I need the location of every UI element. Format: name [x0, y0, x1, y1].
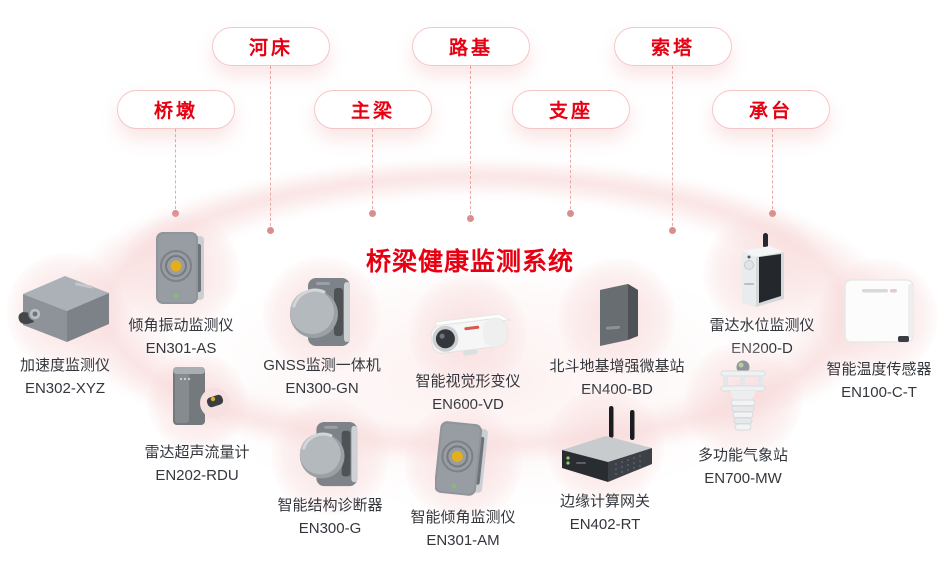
zone-pill-bearing: 支座: [512, 90, 630, 129]
connector-pier: [172, 129, 179, 217]
temperature-sensor-icon: [844, 279, 914, 343]
device-name: 智能倾角监测仪: [410, 509, 516, 526]
connector-pylon: [669, 66, 676, 234]
device-name: 多功能气象站: [697, 447, 788, 464]
device-beidou-station: 北斗地基增强微基站 EN400-BD: [537, 257, 697, 401]
device-tilt-monitor: 智能倾角监测仪 EN301-AM: [383, 404, 543, 552]
vision-deformation-camera-icon: [430, 313, 512, 356]
zone-pill-riverbed: 河床: [212, 27, 330, 66]
beidou-base-station-icon: [600, 284, 638, 346]
edge-gateway-icon: [562, 406, 652, 482]
zone-label: 主梁: [350, 101, 395, 122]
device-model: EN202-RDU: [155, 467, 239, 484]
structure-diagnoser-icon: [299, 421, 358, 487]
zone-label: 承台: [748, 101, 793, 122]
device-model: EN402-RT: [569, 516, 641, 533]
device-name: 边缘计算网关: [559, 493, 650, 510]
device-name: 北斗地基增强微基站: [549, 358, 685, 375]
device-model: EN100-C-T: [841, 384, 917, 401]
device-name: GNSS监测一体机: [263, 357, 381, 374]
accelerometer-box-icon: [18, 276, 109, 342]
connector-roadbed: [467, 66, 474, 222]
connector-cap: [769, 129, 776, 217]
device-edge-gateway: 边缘计算网关 EN402-RT: [525, 388, 685, 536]
device-name: 倾角振动监测仪: [128, 317, 234, 334]
device-name: 智能温度传感器: [826, 361, 932, 378]
zone-pill-roadbed: 路基: [412, 27, 530, 66]
tilt-vibration-sensor-icon: [156, 232, 204, 304]
device-model: EN700-MW: [704, 470, 782, 487]
device-accelerometer: 加速度监测仪 EN302-XYZ: [0, 253, 145, 400]
connector-main-girder: [369, 129, 376, 217]
device-name: 雷达超声流量计: [144, 444, 250, 461]
zone-label: 河床: [248, 38, 293, 59]
device-gnss: GNSS监测一体机 EN300-GN: [242, 256, 402, 400]
zone-label: 路基: [448, 38, 493, 59]
radar-water-level-icon: [742, 233, 784, 307]
device-weather-station: 多功能气象站 EN700-MW: [663, 342, 823, 490]
connector-bearing: [567, 129, 574, 217]
diagram-title: 桥梁健康监测系统: [365, 248, 574, 276]
zone-pill-cap: 承台: [712, 90, 830, 129]
zone-label: 桥墩: [153, 101, 198, 122]
device-model: EN302-XYZ: [24, 380, 106, 397]
device-vision-camera: 智能视觉形变仪 EN600-VD: [388, 274, 548, 416]
device-model: EN300-G: [298, 520, 362, 537]
device-tilt-vibration: 倾角振动监测仪 EN301-AS: [101, 213, 261, 360]
device-name: 加速度监测仪: [19, 357, 110, 374]
device-name: 智能视觉形变仪: [415, 373, 521, 390]
device-name: 智能结构诊断器: [277, 497, 383, 514]
device-model: EN300-GN: [285, 380, 359, 397]
weather-station-icon: [720, 360, 766, 431]
device-temperature-sensor: 智能温度传感器 EN100-C-T: [799, 258, 938, 404]
device-structure-diagnoser: 智能结构诊断器 EN300-G: [250, 398, 410, 540]
connector-riverbed: [267, 66, 274, 234]
radar-ultrasonic-flowmeter-icon: [173, 367, 230, 425]
gnss-monitor-icon: [290, 278, 350, 346]
device-model: EN301-AM: [426, 532, 500, 549]
device-name: 雷达水位监测仪: [709, 317, 815, 334]
tilt-monitor-icon: [435, 421, 488, 496]
zone-pill-pylon: 索塔: [614, 27, 732, 66]
zone-pill-pier: 桥墩: [117, 90, 235, 129]
device-flowmeter: 雷达超声流量计 EN202-RDU: [117, 352, 277, 487]
zone-label: 索塔: [650, 38, 695, 59]
zone-label: 支座: [548, 101, 593, 122]
device-water-level: 雷达水位监测仪 EN200-D: [682, 213, 842, 360]
zone-pill-main-girder: 主梁: [314, 90, 432, 129]
